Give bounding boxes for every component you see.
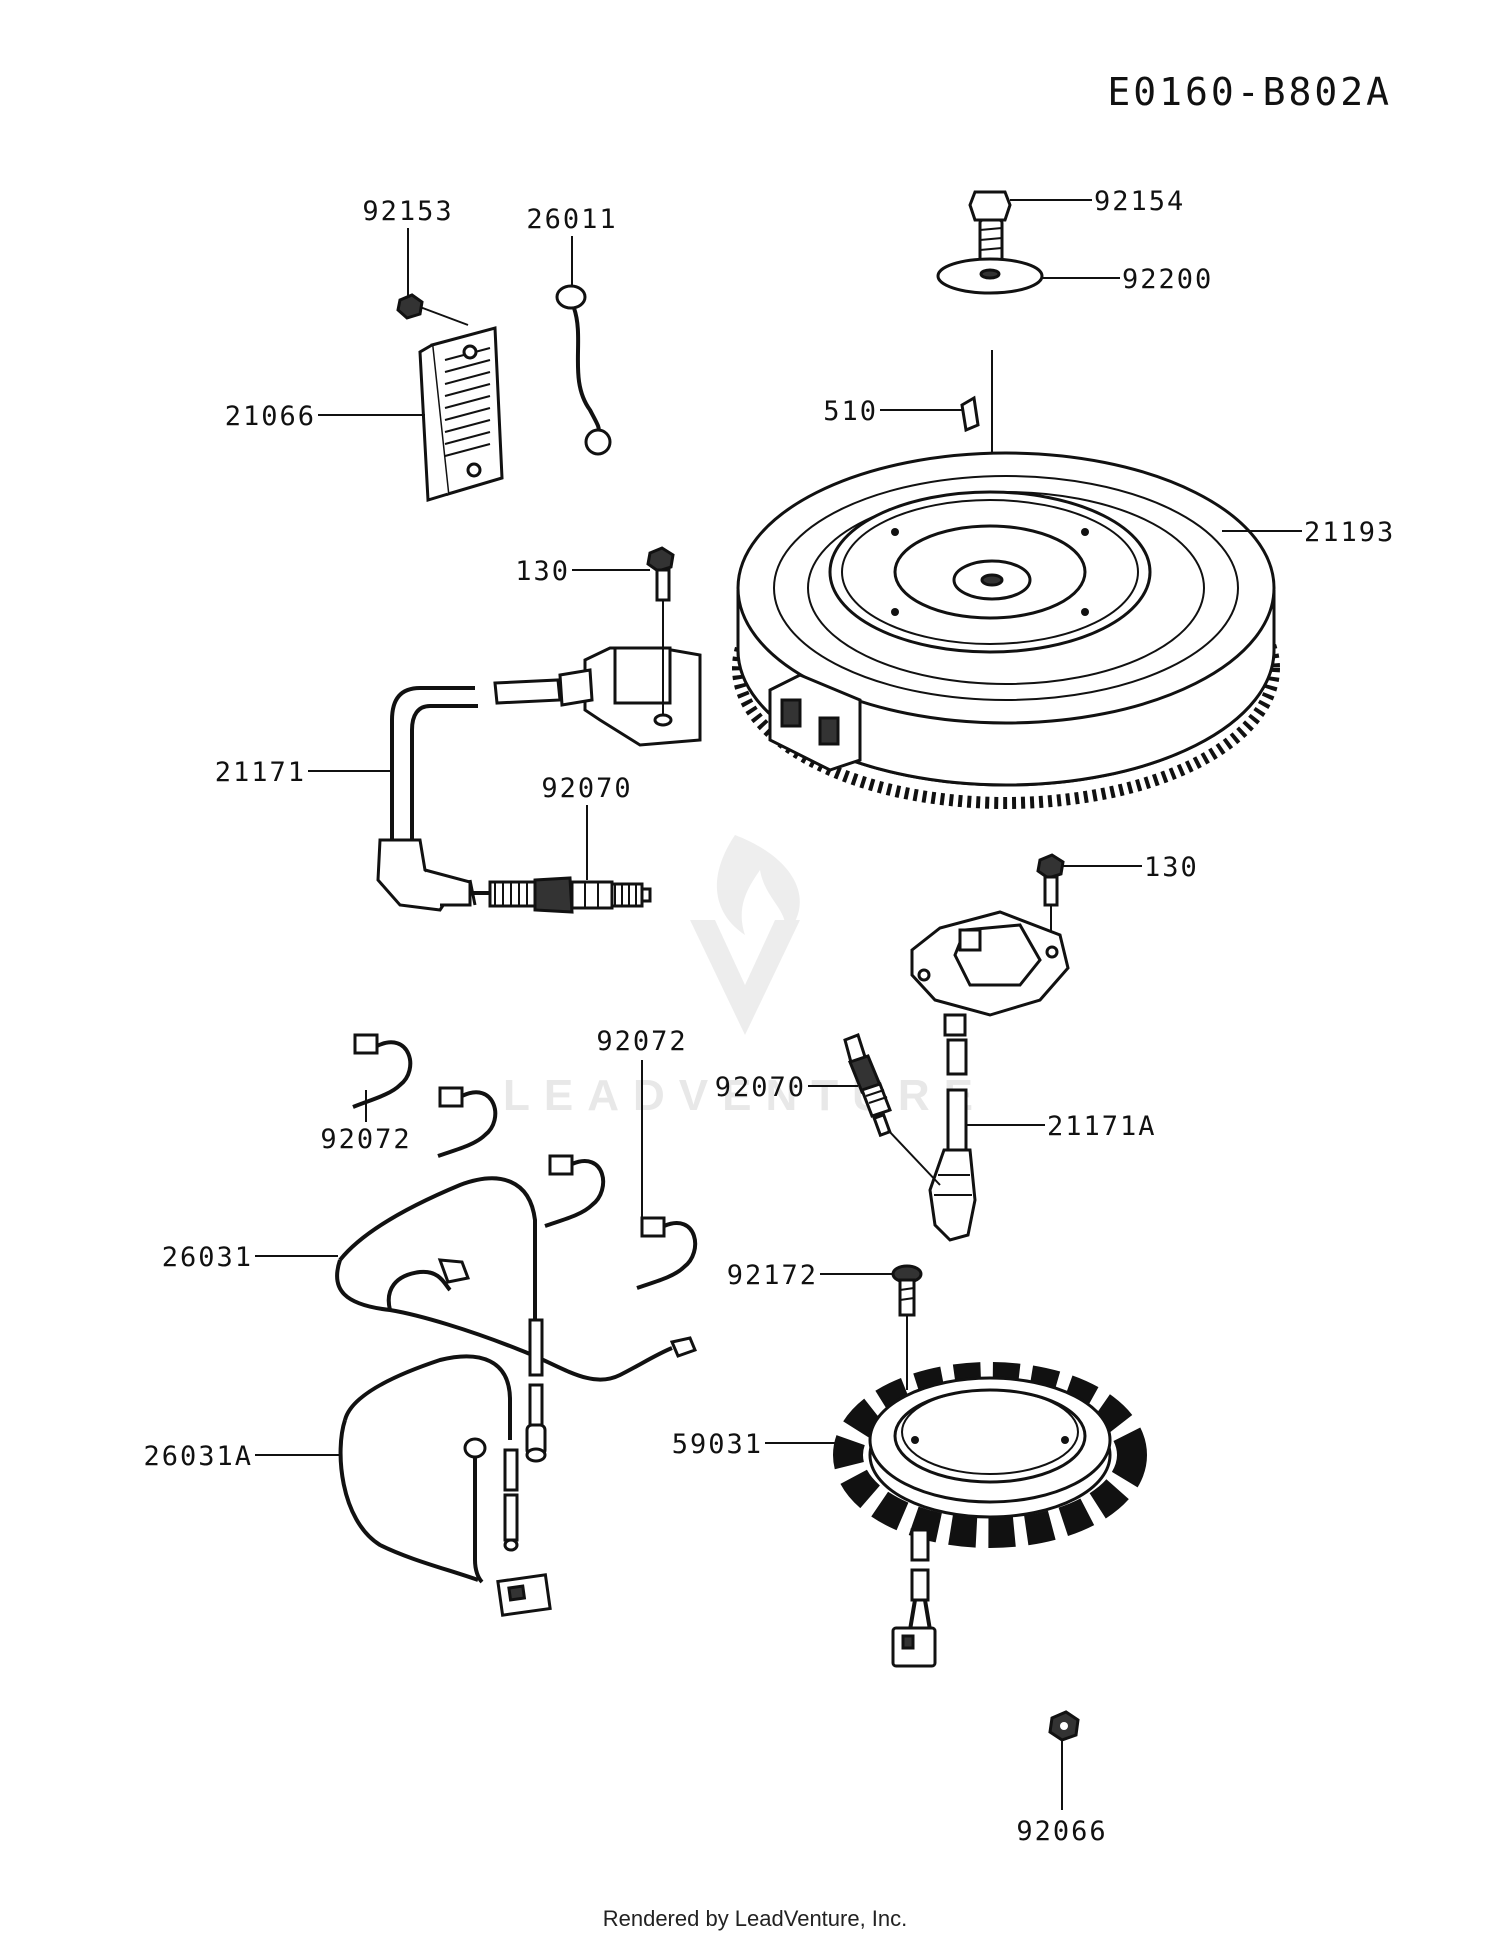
footer-credit: Rendered by LeadVenture, Inc.	[603, 1906, 908, 1931]
label-92070-upper: 92070	[541, 773, 632, 804]
ignition-coil-21171A[interactable]	[910, 910, 1070, 1242]
flywheel-21193[interactable]	[732, 451, 1280, 809]
screw-92172[interactable]	[891, 1264, 923, 1317]
label-92072-right: 92072	[596, 1026, 687, 1057]
label-26011: 26011	[526, 204, 617, 235]
regulator-21066[interactable]	[418, 326, 504, 502]
lead-26011[interactable]	[555, 284, 612, 456]
bolt-92153[interactable]	[396, 293, 469, 326]
label-21171A: 21171A	[1047, 1111, 1157, 1142]
clamp-92072-1[interactable]	[352, 1033, 413, 1109]
label-26031A: 26031A	[143, 1441, 253, 1472]
spark-plug-92070-upper[interactable]	[472, 876, 652, 914]
label-21193: 21193	[1304, 517, 1395, 548]
bolt-130-upper[interactable]	[646, 546, 675, 602]
stator-59031[interactable]	[833, 1362, 1147, 1668]
ignition-coil-21171[interactable]	[376, 600, 702, 912]
watermark-text: LEADVENTURE	[503, 1071, 987, 1120]
washer-92200[interactable]	[936, 257, 1044, 295]
label-21066: 21066	[225, 401, 316, 432]
label-26031: 26031	[162, 1242, 253, 1273]
label-21171: 21171	[215, 757, 306, 788]
label-92172: 92172	[727, 1260, 818, 1291]
label-130-upper: 130	[515, 556, 570, 587]
spark-plug-92070-lower[interactable]	[843, 1033, 941, 1186]
label-130-right: 130	[1144, 852, 1199, 883]
clamp-92072-3[interactable]	[544, 1154, 606, 1228]
diagram-code: E0160-B802A	[1107, 70, 1392, 114]
bolt-92154[interactable]	[968, 190, 1012, 267]
label-59031: 59031	[672, 1429, 763, 1460]
nut-92066[interactable]	[1048, 1710, 1080, 1742]
label-92153: 92153	[362, 196, 453, 227]
harness-26031A[interactable]	[338, 1354, 552, 1617]
bolt-130-right[interactable]	[1036, 853, 1065, 907]
watermark: LEADVENTURE	[503, 835, 987, 1120]
label-92066: 92066	[1016, 1816, 1107, 1847]
key-510[interactable]	[960, 395, 980, 433]
label-92200: 92200	[1122, 264, 1213, 295]
clamp-92072-4[interactable]	[636, 1216, 698, 1290]
label-92070-lower: 92070	[715, 1072, 806, 1103]
label-92072-left: 92072	[320, 1124, 411, 1155]
label-510: 510	[823, 396, 878, 427]
clamp-92072-2[interactable]	[437, 1086, 498, 1158]
label-92154: 92154	[1094, 186, 1185, 217]
harness-26031[interactable]	[335, 1176, 697, 1463]
